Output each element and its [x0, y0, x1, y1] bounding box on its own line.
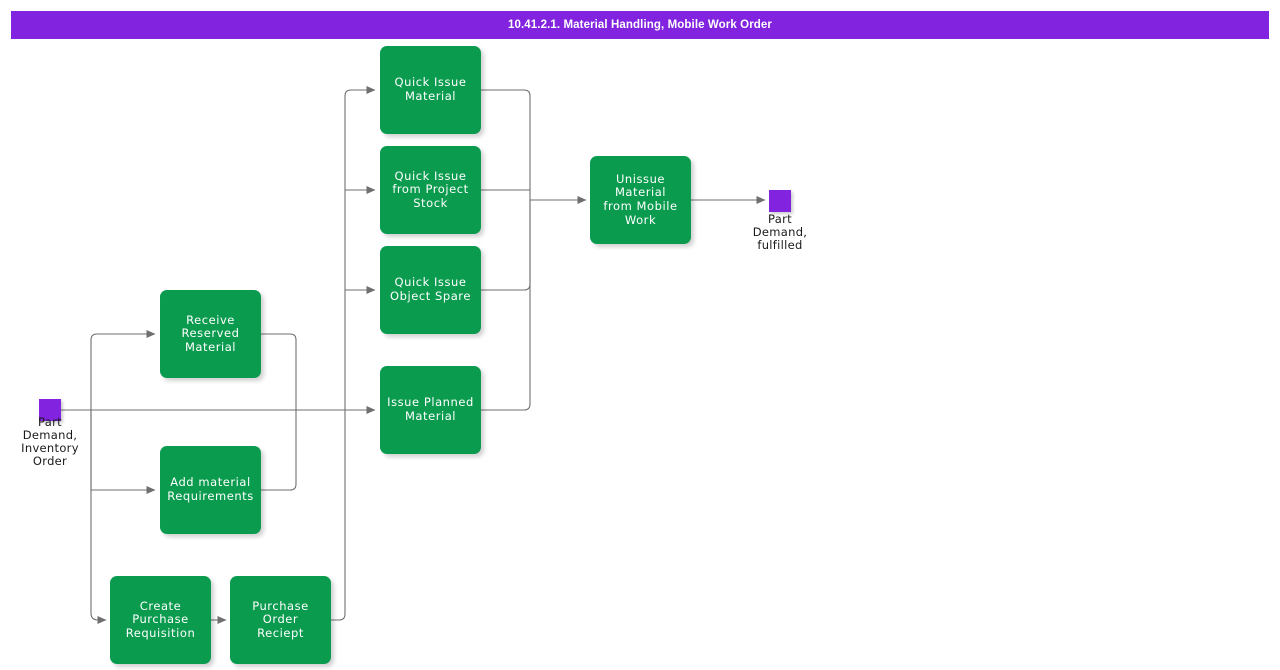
process-purchase-order-reciept[interactable]: Purchase Order Reciept: [230, 576, 331, 664]
process-quick-issue-material[interactable]: Quick Issue Material: [380, 46, 481, 134]
wire-purchase-order-to-trunk: [331, 410, 346, 621]
process-quick-issue-object-spare[interactable]: Quick Issue Object Spare: [380, 246, 481, 334]
wire-start-to-add-material: [90, 410, 156, 494]
terminator-end-label: Part Demand, fulfilled: [752, 212, 808, 252]
process-issue-planned-material[interactable]: Issue Planned Material: [380, 366, 481, 454]
process-add-material-requirements[interactable]: Add material Requirements: [160, 446, 261, 534]
terminator-start-label: Part Demand, Inventory Order: [21, 415, 79, 468]
process-receive-reserved-material[interactable]: Receive Reserved Material: [160, 290, 261, 378]
wire-quick-issue-object-spare-to-merge: [481, 200, 531, 291]
page-title: 10.41.2.1. Material Handling, Mobile Wor…: [11, 11, 1269, 39]
wire-quick-issue-material-to-merge: [481, 89, 531, 200]
wire-receive-reserved-to-merge: [261, 333, 297, 410]
wire-start-to-receive-reserved: [90, 330, 156, 410]
process-quick-issue-from-project-stock[interactable]: Quick Issue from Project Stock: [380, 146, 481, 234]
wire-add-material-to-merge: [261, 410, 297, 491]
wire-trunk-to-quick-issue-material: [344, 86, 376, 410]
process-create-purchase-requisition[interactable]: Create Purchase Requisition: [110, 576, 211, 664]
process-unissue-material-from-mobile-work[interactable]: Unissue Material from Mobile Work: [590, 156, 691, 244]
terminator-end-swatch: [769, 190, 791, 212]
wire-issue-planned-material-to-merge: [481, 200, 531, 411]
terminator-start-swatch: [39, 399, 61, 421]
